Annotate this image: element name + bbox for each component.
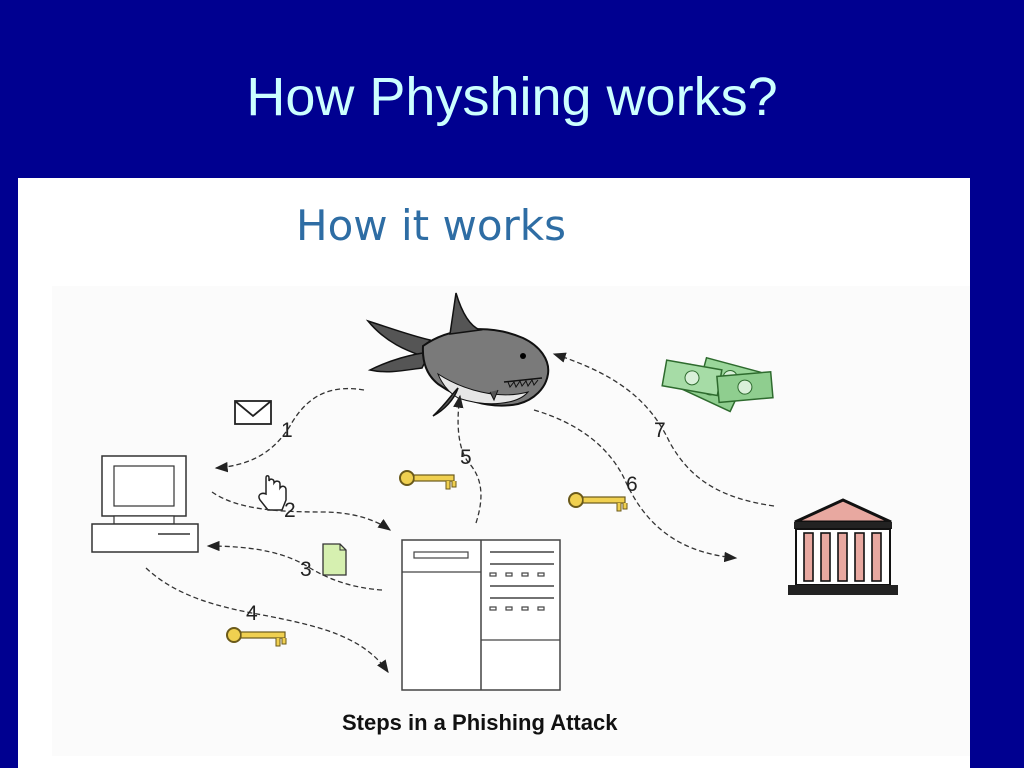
key-icon — [399, 470, 457, 490]
key-icon — [568, 492, 628, 512]
step-number: 3 — [300, 558, 312, 581]
diagram-panel: How it works — [18, 178, 970, 768]
arrow-step-6 — [533, 409, 738, 563]
figure-caption: Steps in a Phishing Attack — [342, 710, 618, 735]
arrow-step-4 — [145, 567, 389, 674]
step-number: 4 — [246, 602, 258, 625]
step-number: 2 — [284, 499, 296, 522]
slide-title: How Physhing works? — [246, 67, 778, 127]
phishing-diagram: How it works — [52, 201, 970, 756]
step-number: 5 — [460, 446, 472, 469]
arrow-step-3 — [206, 540, 383, 591]
bank-icon — [788, 498, 898, 595]
arrow-step-7 — [552, 352, 775, 507]
hand-cursor-icon — [258, 475, 287, 511]
key-icon — [226, 627, 287, 647]
step-number: 1 — [281, 419, 293, 442]
server-icon — [401, 539, 561, 691]
step-number: 7 — [654, 419, 666, 442]
document-icon — [322, 543, 347, 576]
arrow-step-5 — [453, 394, 482, 524]
computer-icon — [91, 455, 199, 553]
envelope-icon — [234, 400, 272, 425]
step-number: 6 — [626, 473, 638, 496]
arrow-step-2 — [211, 491, 392, 531]
figure-heading: How it works — [296, 201, 566, 250]
money-icon — [661, 356, 774, 413]
arrow-step-1 — [214, 388, 365, 473]
